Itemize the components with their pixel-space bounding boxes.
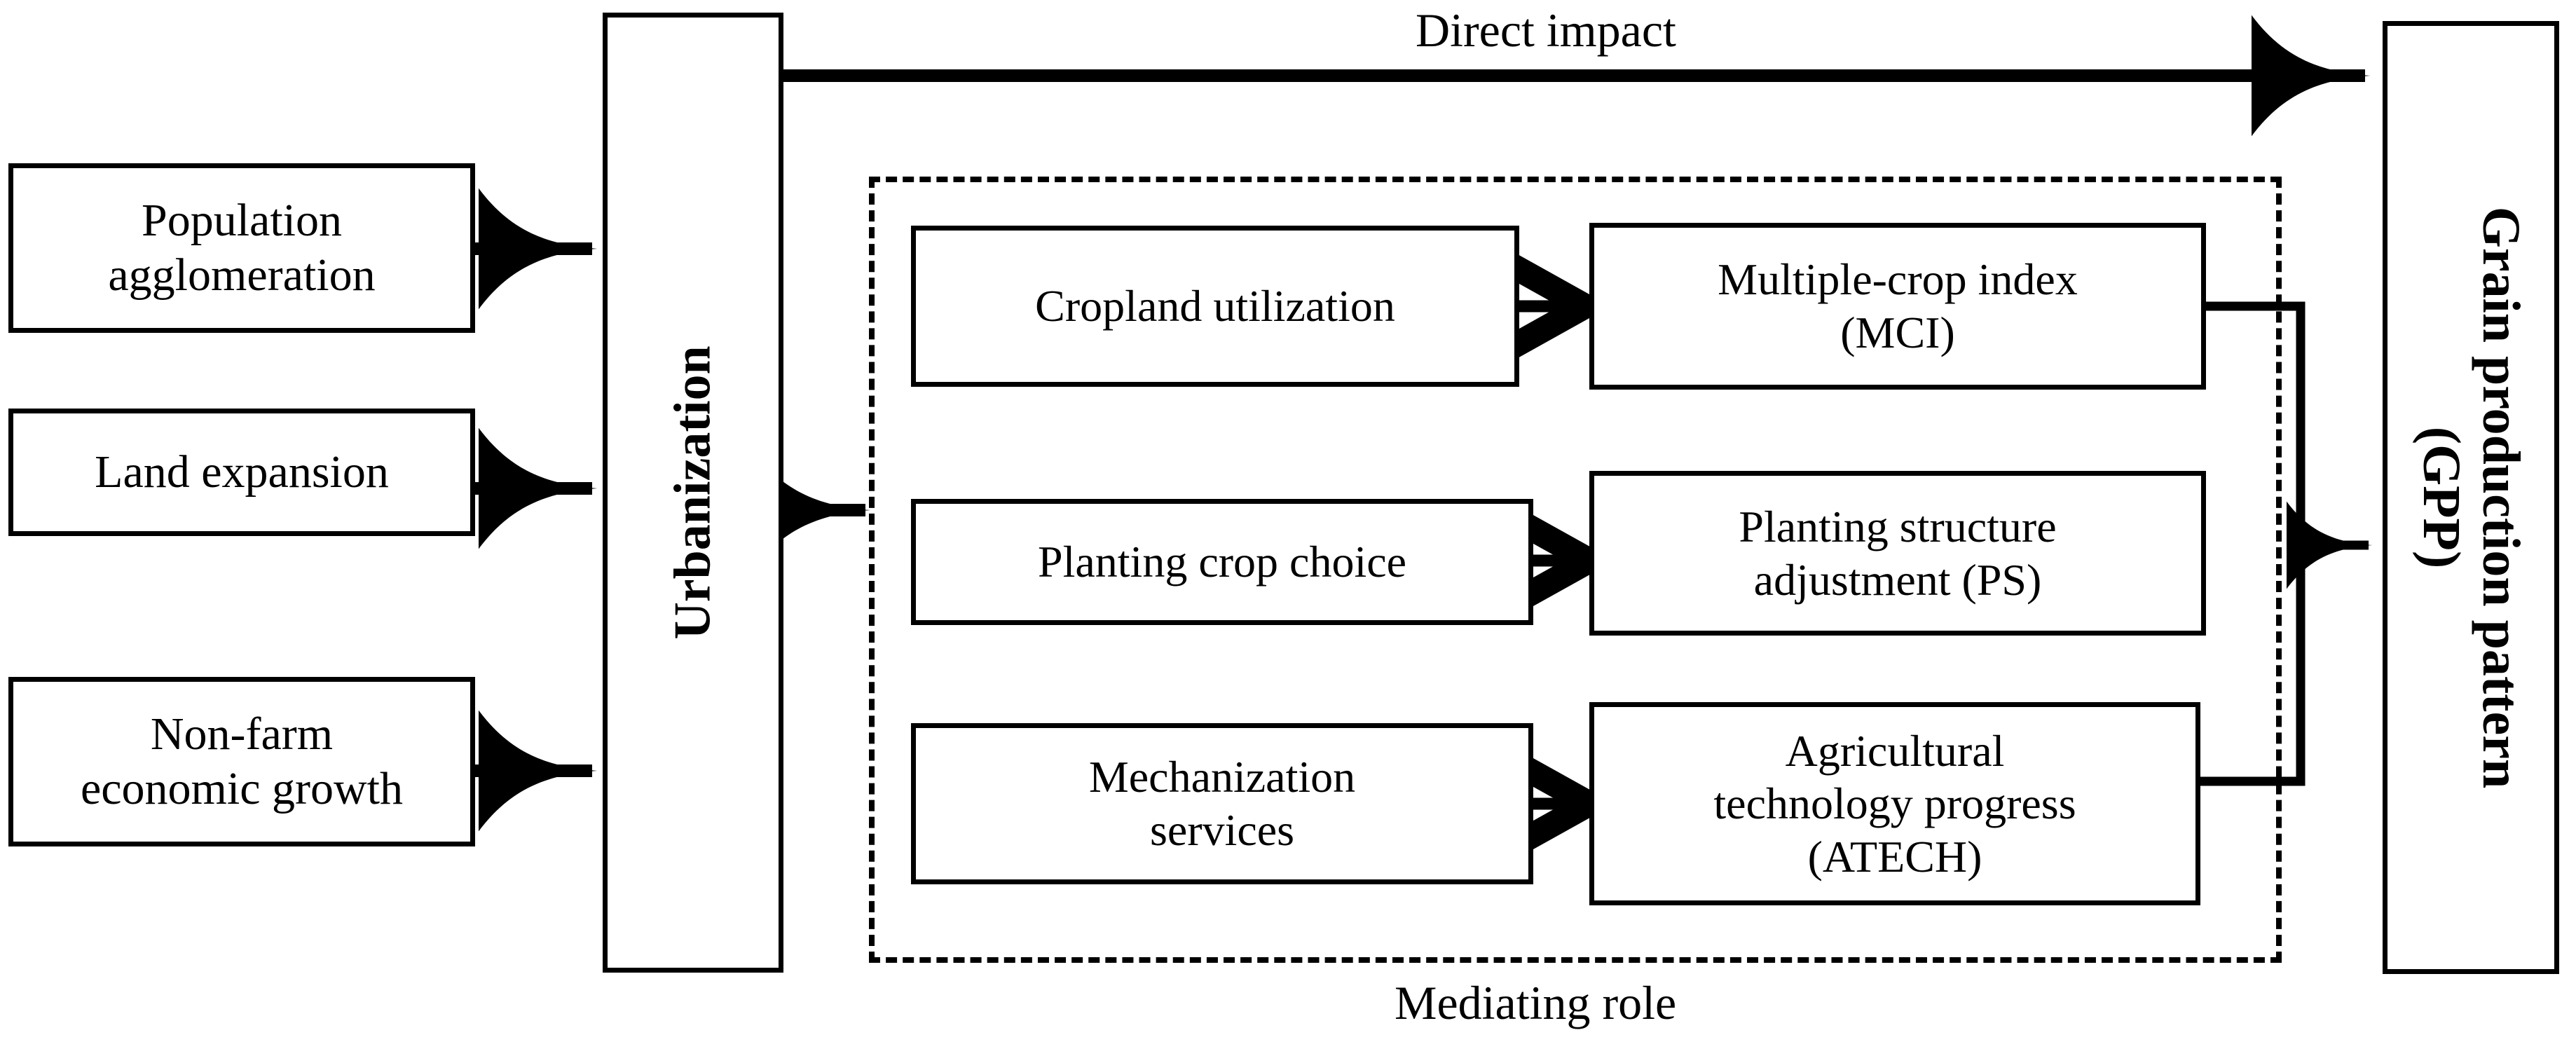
mediator-effect-line-1: Multiple-crop index — [1718, 254, 2078, 305]
mediator-cause-label-mechanization-services: Mechanization services — [916, 750, 1528, 856]
driver-box-non-farm-economic-growth[interactable]: Non-farm economic growth — [8, 677, 475, 846]
driver-box-land-expansion[interactable]: Land expansion — [8, 409, 475, 536]
mediator-effect-line-1: Planting structure — [1739, 501, 2057, 551]
label-mediating-role: Mediating role — [1395, 976, 1677, 1029]
outcome-line-1: Grain production pattern — [2472, 206, 2531, 789]
mediator-effect-box-agricultural-technology-progress[interactable]: Agricultural technology progress (ATECH) — [1589, 702, 2200, 905]
mediator-cause-label-planting-crop-choice: Planting crop choice — [916, 535, 1528, 589]
outcome-box-grain-production-pattern[interactable]: Grain production pattern (GPP) — [2383, 21, 2559, 974]
mediator-cause-line-2: services — [1149, 805, 1295, 855]
mediator-cause-line-1: Mechanization — [1088, 752, 1356, 802]
mediator-cause-line-1: Planting crop choice — [1037, 537, 1407, 587]
mediator-effect-label-agricultural-technology-progress: Agricultural technology progress (ATECH) — [1594, 725, 2195, 884]
hub-box-urbanization[interactable]: Urbanization — [603, 13, 783, 973]
driver-line-1: Population — [141, 195, 342, 247]
bus-atech-to-gpp — [2200, 545, 2306, 786]
mediator-effect-label-planting-structure-adjustment: Planting structure adjustment (PS) — [1594, 500, 2201, 606]
driver-line-2: agglomeration — [108, 249, 376, 301]
mediator-cause-box-planting-crop-choice[interactable]: Planting crop choice — [911, 499, 1533, 625]
driver-line-1: Land expansion — [95, 446, 389, 498]
mediator-effect-box-multiple-crop-index[interactable]: Multiple-crop index (MCI) — [1589, 223, 2206, 390]
bus-mci-to-gpp — [2206, 301, 2306, 545]
driver-box-population-agglomeration[interactable]: Population agglomeration — [8, 163, 475, 333]
label-direct-impact: Direct impact — [1416, 4, 1676, 57]
mediator-effect-line-3: (ATECH) — [1807, 831, 1982, 882]
driver-label-land-expansion: Land expansion — [13, 445, 470, 500]
mediator-cause-box-mechanization-services[interactable]: Mechanization services — [911, 723, 1533, 884]
outcome-line-2: (GPP) — [2412, 426, 2471, 569]
mediator-effect-line-2: (MCI) — [1840, 308, 1955, 357]
mediator-effect-box-planting-structure-adjustment[interactable]: Planting structure adjustment (PS) — [1589, 471, 2206, 636]
mediator-effect-line-2: technology progress — [1713, 779, 2076, 829]
mediator-cause-box-cropland-utilization[interactable]: Cropland utilization — [911, 226, 1519, 387]
mediator-cause-label-cropland-utilization: Cropland utilization — [916, 280, 1514, 333]
driver-line-1: Non-farm — [150, 708, 334, 760]
mediating-role-container — [869, 177, 2282, 963]
driver-label-non-farm-economic-growth: Non-farm economic growth — [13, 707, 470, 816]
mediator-effect-line-2: adjustment (PS) — [1753, 554, 2042, 605]
hub-label-urbanization: Urbanization — [664, 345, 722, 640]
mediator-effect-line-1: Agricultural — [1785, 725, 2005, 776]
driver-label-population-agglomeration: Population agglomeration — [13, 193, 470, 303]
mediator-cause-line-1: Cropland utilization — [1035, 281, 1395, 331]
outcome-label-grain-production-pattern: Grain production pattern (GPP) — [2411, 207, 2530, 788]
driver-line-2: economic growth — [80, 763, 404, 814]
mediator-effect-label-multiple-crop-index: Multiple-crop index (MCI) — [1594, 253, 2201, 359]
